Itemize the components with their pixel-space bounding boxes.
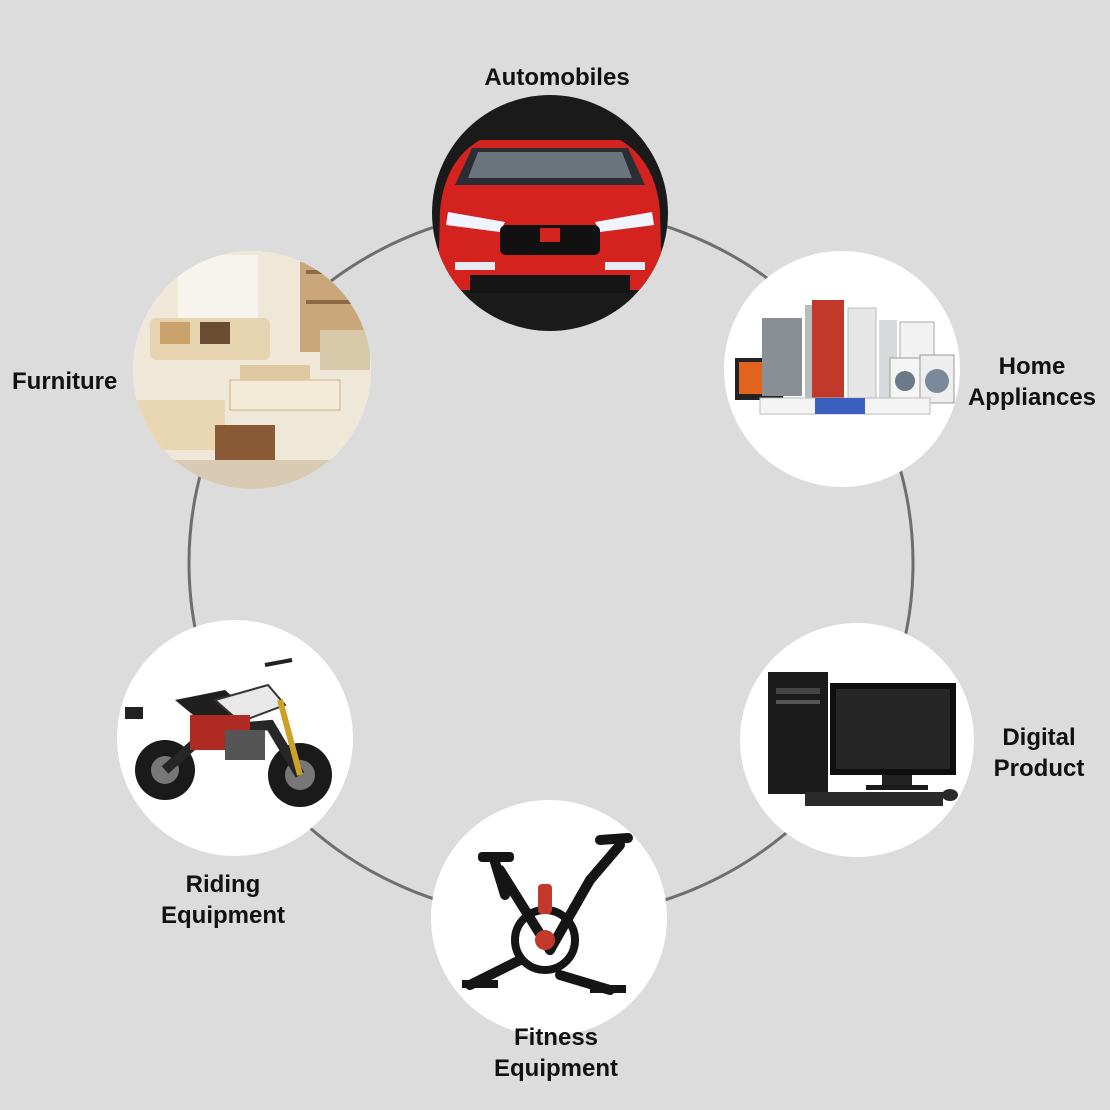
sofa-icon [133, 251, 371, 489]
node-riding-equipment [117, 620, 353, 856]
node-digital-product [740, 623, 974, 857]
label-digital-product: Digital Product [993, 724, 1085, 782]
node-furniture [133, 251, 371, 489]
home-appliances-icon [735, 300, 955, 415]
car-icon [432, 95, 668, 331]
node-automobiles [432, 95, 668, 331]
label-fitness-equipment: Fitness Equipment [494, 1024, 618, 1082]
motorcycle-icon [125, 658, 332, 807]
desktop-computer-icon [768, 672, 958, 806]
node-fitness-equipment [431, 800, 667, 1036]
label-home-appliances: Home Appliances [967, 353, 1097, 411]
label-riding-equipment: Riding Equipment [161, 871, 285, 929]
node-home-appliances [724, 251, 960, 487]
label-furniture: Furniture [12, 368, 118, 395]
label-automobiles: Automobiles [484, 64, 630, 91]
